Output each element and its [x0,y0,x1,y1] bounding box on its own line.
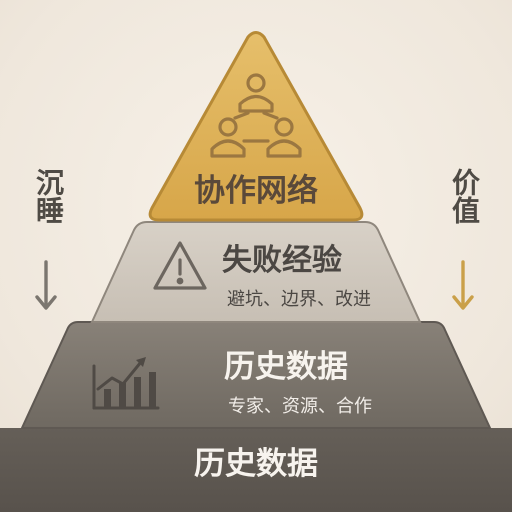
top-tier [148,31,364,222]
growth-chart-icon [92,357,160,410]
middle-tier [90,221,422,323]
left-down-arrow-icon [35,260,57,310]
right-side-label: 价值 [448,168,481,224]
base-band [0,428,512,512]
lower-tier-title: 历史数据 [224,349,348,385]
lower-tier-subtitle: 专家、资源、合作 [228,396,372,417]
right-down-arrow-icon [452,260,474,310]
people-network-icon [210,73,302,158]
middle-tier-subtitle: 避坑、边界、改进 [227,289,371,310]
middle-tier-title: 失败经验 [222,243,342,278]
top-tier-title: 协作网络 [194,173,318,209]
warning-icon [153,241,207,290]
left-side-label: 沉睡 [32,168,65,224]
base-band-title: 历史数据 [194,446,318,482]
